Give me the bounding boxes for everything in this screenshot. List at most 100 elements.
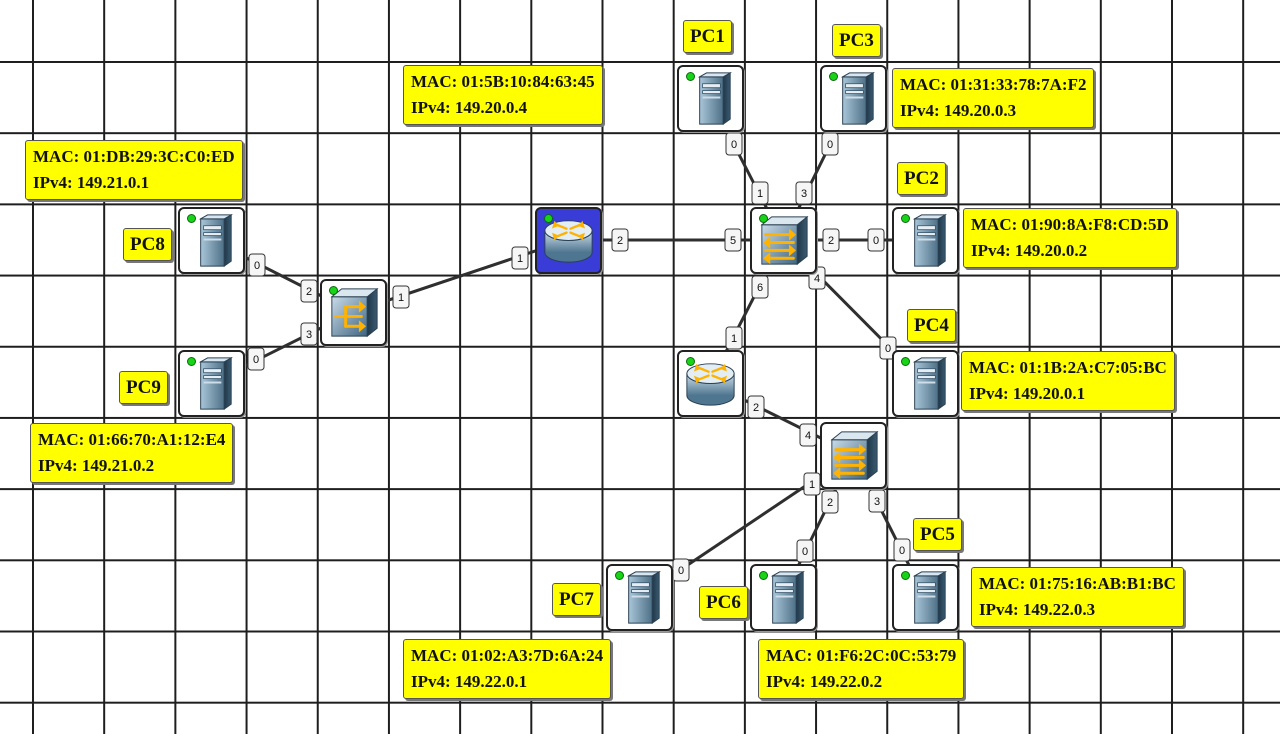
pc9-address-box: MAC: 01:66:70:A1:12:E4 IPv4: 149.21.0.2 — [30, 423, 234, 483]
port-label: 1 — [803, 472, 821, 496]
port-label: 0 — [867, 228, 885, 252]
status-led — [901, 357, 910, 366]
port-label: 1 — [511, 246, 529, 270]
svg-text:2: 2 — [828, 235, 834, 247]
port-numbers: 0 1 0 3 2 0 5 2 4 0 6 1 2 4 1 0 2 0 3 0 … — [247, 132, 911, 582]
svg-text:0: 0 — [254, 260, 260, 272]
pc7-computer-icon[interactable] — [606, 564, 673, 631]
pc1-computer-icon[interactable] — [677, 65, 744, 132]
ipv4-address: IPv4: 149.22.0.3 — [979, 600, 1096, 619]
status-led — [187, 214, 196, 223]
svg-text:2: 2 — [306, 286, 312, 298]
mac-address: MAC: 01:31:33:78:7A:F2 — [900, 75, 1087, 94]
svg-text:2: 2 — [753, 402, 759, 414]
svg-text:4: 4 — [805, 430, 811, 442]
ipv4-address: IPv4: 149.22.0.1 — [411, 672, 528, 691]
pc2-computer-icon[interactable] — [892, 207, 959, 274]
pc3-name-label: PC3 — [832, 24, 881, 57]
mac-address: MAC: 01:DB:29:3C:C0:ED — [33, 147, 235, 166]
ipv4-address: IPv4: 149.21.0.1 — [33, 173, 150, 192]
status-led — [544, 214, 553, 223]
status-led — [686, 72, 695, 81]
router-2-icon[interactable] — [677, 350, 744, 417]
pc4-address-box: MAC: 01:1B:2A:C7:05:BC IPv4: 149.20.0.1 — [961, 351, 1175, 411]
svg-text:1: 1 — [757, 188, 763, 200]
link-router1-sw2 — [352, 238, 569, 314]
svg-text:1: 1 — [398, 292, 404, 304]
mac-address: MAC: 01:1B:2A:C7:05:BC — [969, 358, 1167, 377]
status-led — [901, 214, 910, 223]
pc3-computer-icon[interactable] — [820, 65, 887, 132]
svg-text:0: 0 — [827, 139, 833, 151]
mac-address: MAC: 01:F6:2C:0C:53:79 — [766, 646, 957, 665]
svg-text:1: 1 — [517, 253, 523, 265]
pc6-computer-icon[interactable] — [750, 564, 817, 631]
pc1-address-box: MAC: 01:5B:10:84:63:45 IPv4: 149.20.0.4 — [403, 65, 603, 125]
svg-text:3: 3 — [874, 496, 880, 508]
svg-text:2: 2 — [617, 235, 623, 247]
ipv4-address: IPv4: 149.20.0.3 — [900, 101, 1017, 120]
status-led — [686, 357, 695, 366]
port-label: 3 — [868, 489, 886, 513]
svg-text:6: 6 — [757, 282, 763, 294]
port-label: 2 — [300, 279, 318, 303]
port-label: 1 — [751, 181, 769, 205]
switch-2-icon[interactable] — [320, 279, 387, 346]
status-led — [187, 357, 196, 366]
port-label: 4 — [799, 423, 817, 447]
svg-text:0: 0 — [678, 565, 684, 577]
ipv4-address: IPv4: 149.20.0.1 — [969, 384, 1086, 403]
svg-text:0: 0 — [802, 546, 808, 558]
port-label: 2 — [611, 228, 629, 252]
port-label: 0 — [893, 538, 911, 562]
status-led — [329, 286, 338, 295]
status-led — [615, 571, 624, 580]
links — [210, 97, 927, 599]
svg-text:4: 4 — [814, 273, 820, 285]
svg-text:0: 0 — [899, 545, 905, 557]
svg-text:0: 0 — [885, 343, 891, 355]
port-label: 5 — [724, 228, 742, 252]
pc8-computer-icon[interactable] — [178, 207, 245, 274]
pc4-name-label: PC4 — [907, 309, 956, 342]
svg-text:1: 1 — [809, 479, 815, 491]
pc6-address-box: MAC: 01:F6:2C:0C:53:79 IPv4: 149.22.0.2 — [758, 639, 965, 699]
status-led — [759, 214, 768, 223]
status-led — [901, 571, 910, 580]
switch-1-icon[interactable] — [750, 207, 817, 274]
status-led — [759, 571, 768, 580]
port-label: 2 — [822, 228, 840, 252]
pc2-name-label: PC2 — [897, 162, 946, 195]
svg-text:1: 1 — [731, 333, 737, 345]
pc7-address-box: MAC: 01:02:A3:7D:6A:24 IPv4: 149.22.0.1 — [403, 639, 612, 699]
port-label: 2 — [821, 490, 839, 514]
pc7-name-label: PC7 — [552, 583, 601, 616]
pc5-address-box: MAC: 01:75:16:AB:B1:BC IPv4: 149.22.0.3 — [971, 567, 1184, 627]
ipv4-address: IPv4: 149.20.0.4 — [411, 98, 528, 117]
pc4-computer-icon[interactable] — [892, 350, 959, 417]
switch-icon — [822, 424, 885, 487]
port-label: 3 — [300, 322, 318, 346]
pc8-name-label: PC8 — [123, 228, 172, 261]
router-1-icon[interactable] — [535, 207, 602, 274]
pc5-computer-icon[interactable] — [892, 564, 959, 631]
pc9-computer-icon[interactable] — [178, 350, 245, 417]
switch-3-icon[interactable] — [820, 422, 887, 489]
pc8-address-box: MAC: 01:DB:29:3C:C0:ED IPv4: 149.21.0.1 — [25, 140, 243, 200]
port-label: 1 — [392, 285, 410, 309]
port-label: 2 — [747, 395, 765, 419]
port-label: 0 — [247, 347, 265, 371]
port-label: 0 — [248, 253, 266, 277]
pc6-name-label: PC6 — [699, 586, 748, 619]
port-label: 0 — [796, 539, 814, 563]
svg-text:0: 0 — [253, 354, 259, 366]
svg-text:0: 0 — [731, 139, 737, 151]
ipv4-address: IPv4: 149.21.0.2 — [38, 456, 155, 475]
mac-address: MAC: 01:5B:10:84:63:45 — [411, 72, 595, 91]
port-label: 3 — [795, 181, 813, 205]
svg-text:3: 3 — [801, 188, 807, 200]
mac-address: MAC: 01:02:A3:7D:6A:24 — [411, 646, 604, 665]
pc5-name-label: PC5 — [913, 518, 962, 551]
mac-address: MAC: 01:75:16:AB:B1:BC — [979, 574, 1176, 593]
svg-text:0: 0 — [873, 235, 879, 247]
